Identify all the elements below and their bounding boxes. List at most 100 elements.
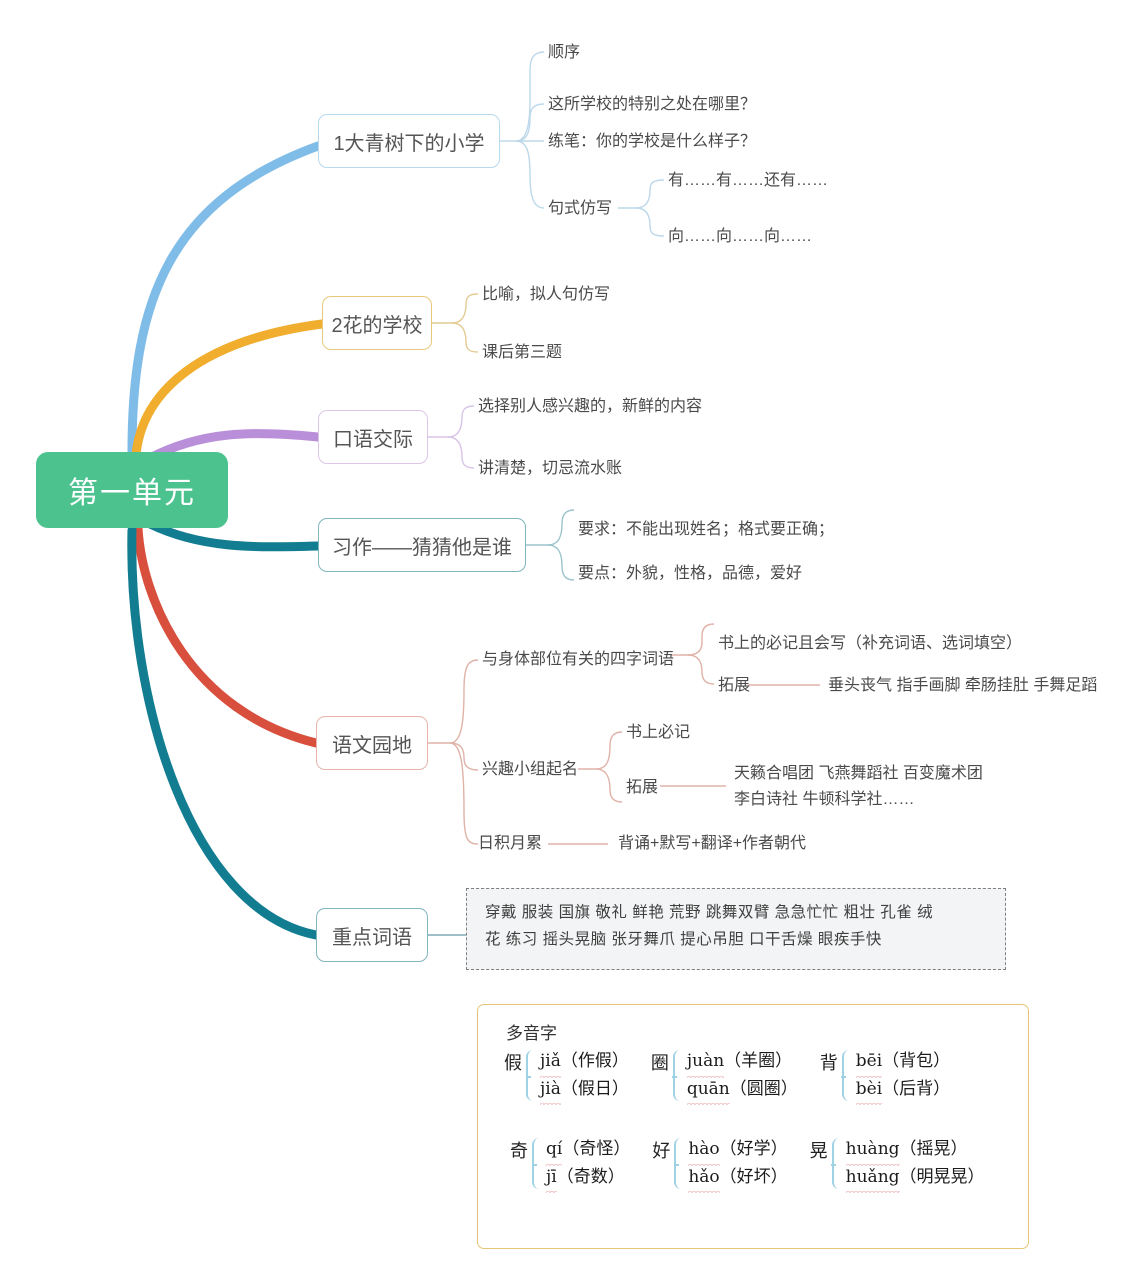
leaf-lesson1-sentence-pattern[interactable]: 句式仿写 bbox=[548, 200, 613, 217]
polyphone-char: 背 bbox=[819, 1053, 838, 1073]
leaf-lesson2-metaphor[interactable]: 比喻，拟人句仿写 bbox=[482, 286, 611, 303]
pinyin: quān bbox=[686, 1076, 730, 1105]
polyphone-box[interactable]: 多音字 假 jiǎ（作假） jià（假日） 圈 juàn（羊圈） quān（圆圈… bbox=[477, 1004, 1029, 1249]
branch-node-garden[interactable]: 语文园地 bbox=[316, 716, 428, 770]
leaf-garden-club-extend-line1[interactable]: 天籁合唱团 飞燕舞蹈社 百变魔术团 bbox=[734, 765, 983, 782]
leaf-lesson2-exercise3[interactable]: 课后第三题 bbox=[482, 344, 563, 361]
sub-link bbox=[449, 742, 479, 845]
polyphone-word: （好学） bbox=[719, 1139, 788, 1160]
leaf-garden-club-must[interactable]: 书上必记 bbox=[626, 724, 691, 741]
leaf-garden-club-extend-line2[interactable]: 李白诗社 牛顿科学社…… bbox=[734, 791, 915, 808]
leaf-lesson1-order[interactable]: 顺序 bbox=[548, 44, 581, 61]
polyphone-entry: qí（奇怪） bbox=[546, 1136, 631, 1166]
leaf-garden-bodypart-extend[interactable]: 拓展 bbox=[718, 677, 751, 694]
sub-link bbox=[515, 51, 545, 142]
polyphone-entry: huǎng（明晃晃） bbox=[845, 1164, 985, 1193]
pinyin: huǎng bbox=[845, 1164, 900, 1193]
polyphone-row-1: 假 jiǎ（作假） jià（假日） 圈 juàn（羊圈） quān（圆圈） 背 bbox=[504, 1048, 1028, 1105]
branch-node-label: 重点词语 bbox=[332, 926, 412, 949]
brace-icon bbox=[672, 1050, 683, 1102]
polyphone-group-hao[interactable]: 好 hào（好学） hǎo（好坏） bbox=[652, 1136, 788, 1193]
polyphone-word: （背包） bbox=[882, 1051, 951, 1071]
leaf-writing-requirements[interactable]: 要求：不能出现姓名；格式要正确； bbox=[578, 521, 835, 538]
brace-icon bbox=[841, 1050, 852, 1102]
sub-link bbox=[515, 140, 545, 209]
main-branch-lesson1 bbox=[127, 141, 323, 457]
pinyin: huàng bbox=[845, 1136, 900, 1166]
leaf-lesson1-pattern-xiang[interactable]: 向……向……向…… bbox=[668, 228, 813, 245]
leaf-garden-club-naming[interactable]: 兴趣小组起名 bbox=[482, 761, 579, 778]
polyphone-entry: hǎo（好坏） bbox=[688, 1164, 788, 1193]
brace-icon bbox=[525, 1050, 536, 1102]
polyphone-char: 圈 bbox=[650, 1053, 669, 1073]
leaf-oral-choose-topic[interactable]: 选择别人感兴趣的，新鲜的内容 bbox=[478, 398, 703, 415]
sub-link bbox=[547, 509, 575, 546]
polyphone-title: 多音字 bbox=[506, 1024, 557, 1043]
brace-icon bbox=[831, 1138, 842, 1190]
pinyin: bēi bbox=[855, 1048, 883, 1078]
polyphone-entry: bēi（背包） bbox=[855, 1048, 951, 1078]
keywords-line-1: 穿戴 服装 国旗 敬礼 鲜艳 荒野 跳舞双臂 急急忙忙 粗壮 孔雀 绒 bbox=[485, 904, 934, 921]
leaf-garden-bodypart-must[interactable]: 书上的必记且会写（补充词语、选词填空） bbox=[718, 635, 1023, 652]
leaf-garden-daily-accumulation[interactable]: 日积月累 bbox=[478, 835, 543, 852]
pinyin: bèi bbox=[855, 1076, 883, 1105]
polyphone-entry: jiǎ（作假） bbox=[540, 1048, 629, 1078]
leaf-garden-daily-accumulation-detail[interactable]: 背诵+默写+翻译+作者朝代 bbox=[618, 835, 807, 852]
sub-link bbox=[687, 654, 715, 685]
leaf-lesson1-pattern-you[interactable]: 有……有……还有…… bbox=[668, 172, 829, 189]
polyphone-entry: quān（圆圈） bbox=[686, 1076, 798, 1105]
sub-link bbox=[595, 731, 623, 770]
branch-node-keywords[interactable]: 重点词语 bbox=[316, 908, 428, 962]
sub-link bbox=[449, 742, 479, 771]
branch-node-label: 1大青树下的小学 bbox=[333, 132, 485, 155]
polyphone-group-quan[interactable]: 圈 juàn（羊圈） quān（圆圈） bbox=[650, 1048, 798, 1105]
polyphone-word: （奇数） bbox=[556, 1166, 625, 1187]
sub-link bbox=[515, 103, 545, 142]
branch-node-label: 习作——猜猜他是谁 bbox=[332, 536, 512, 559]
sub-link bbox=[451, 322, 479, 353]
keywords-box[interactable]: 穿戴 服装 国旗 敬礼 鲜艳 荒野 跳舞双臂 急急忙忙 粗壮 孔雀 绒 花 练习… bbox=[466, 888, 1006, 970]
polyphone-word: （羊圈） bbox=[724, 1051, 793, 1071]
leaf-lesson1-question[interactable]: 这所学校的特别之处在哪里？ bbox=[548, 96, 757, 113]
polyphone-word: （作假） bbox=[560, 1051, 629, 1071]
pinyin: jī bbox=[546, 1164, 557, 1193]
branch-node-lesson1[interactable]: 1大青树下的小学 bbox=[318, 114, 500, 168]
polyphone-word: （明晃晃） bbox=[899, 1166, 985, 1187]
polyphone-group-bei[interactable]: 背 bēi（背包） bèi（后背） bbox=[819, 1048, 951, 1105]
pinyin: hǎo bbox=[688, 1164, 720, 1193]
polyphone-word: （奇怪） bbox=[562, 1139, 631, 1160]
leaf-lesson1-practice[interactable]: 练笔：你的学校是什么样子？ bbox=[548, 133, 757, 150]
branch-node-lesson2[interactable]: 2花的学校 bbox=[322, 296, 432, 350]
polyphone-entry: jià（假日） bbox=[540, 1076, 629, 1105]
sub-link bbox=[447, 436, 475, 469]
polyphone-group-jia[interactable]: 假 jiǎ（作假） jià（假日） bbox=[504, 1048, 629, 1105]
branch-node-label: 2花的学校 bbox=[331, 314, 423, 337]
polyphone-group-qi[interactable]: 奇 qí（奇怪） jī（奇数） bbox=[510, 1136, 631, 1193]
leaf-oral-be-clear[interactable]: 讲清楚，切忌流水账 bbox=[478, 460, 623, 477]
polyphone-word: （摇晃） bbox=[899, 1139, 968, 1160]
branch-node-writing[interactable]: 习作——猜猜他是谁 bbox=[318, 518, 526, 572]
sub-link bbox=[547, 544, 575, 581]
polyphone-entry: juàn（羊圈） bbox=[686, 1048, 798, 1078]
pinyin: hào bbox=[688, 1136, 720, 1166]
leaf-writing-keypoints[interactable]: 要点：外貌，性格，品德，爱好 bbox=[578, 565, 803, 582]
polyphone-group-huang[interactable]: 晃 huàng（摇晃） huǎng（明晃晃） bbox=[810, 1136, 985, 1193]
branch-node-label: 口语交际 bbox=[333, 428, 413, 451]
polyphone-word: （圆圈） bbox=[729, 1078, 798, 1099]
brace-icon bbox=[531, 1138, 542, 1190]
polyphone-char: 奇 bbox=[510, 1141, 528, 1162]
main-branch-keywords bbox=[127, 525, 321, 940]
pinyin: jiǎ bbox=[540, 1048, 561, 1078]
branch-node-oral[interactable]: 口语交际 bbox=[318, 410, 428, 464]
main-branch-garden bbox=[133, 523, 321, 748]
polyphone-word: （好坏） bbox=[719, 1166, 788, 1187]
leaf-garden-club-extend[interactable]: 拓展 bbox=[626, 779, 659, 796]
sub-link bbox=[451, 293, 479, 324]
leaf-garden-bodypart-extend-detail[interactable]: 垂头丧气 指手画脚 牵肠挂肚 手舞足蹈 bbox=[828, 677, 1098, 694]
pinyin: jià bbox=[540, 1076, 561, 1105]
polyphone-entry: huàng（摇晃） bbox=[845, 1136, 985, 1166]
sub-link bbox=[449, 659, 479, 744]
root-node[interactable]: 第一单元 bbox=[36, 452, 228, 528]
leaf-garden-bodypart-words[interactable]: 与身体部位有关的四字词语 bbox=[482, 651, 675, 668]
